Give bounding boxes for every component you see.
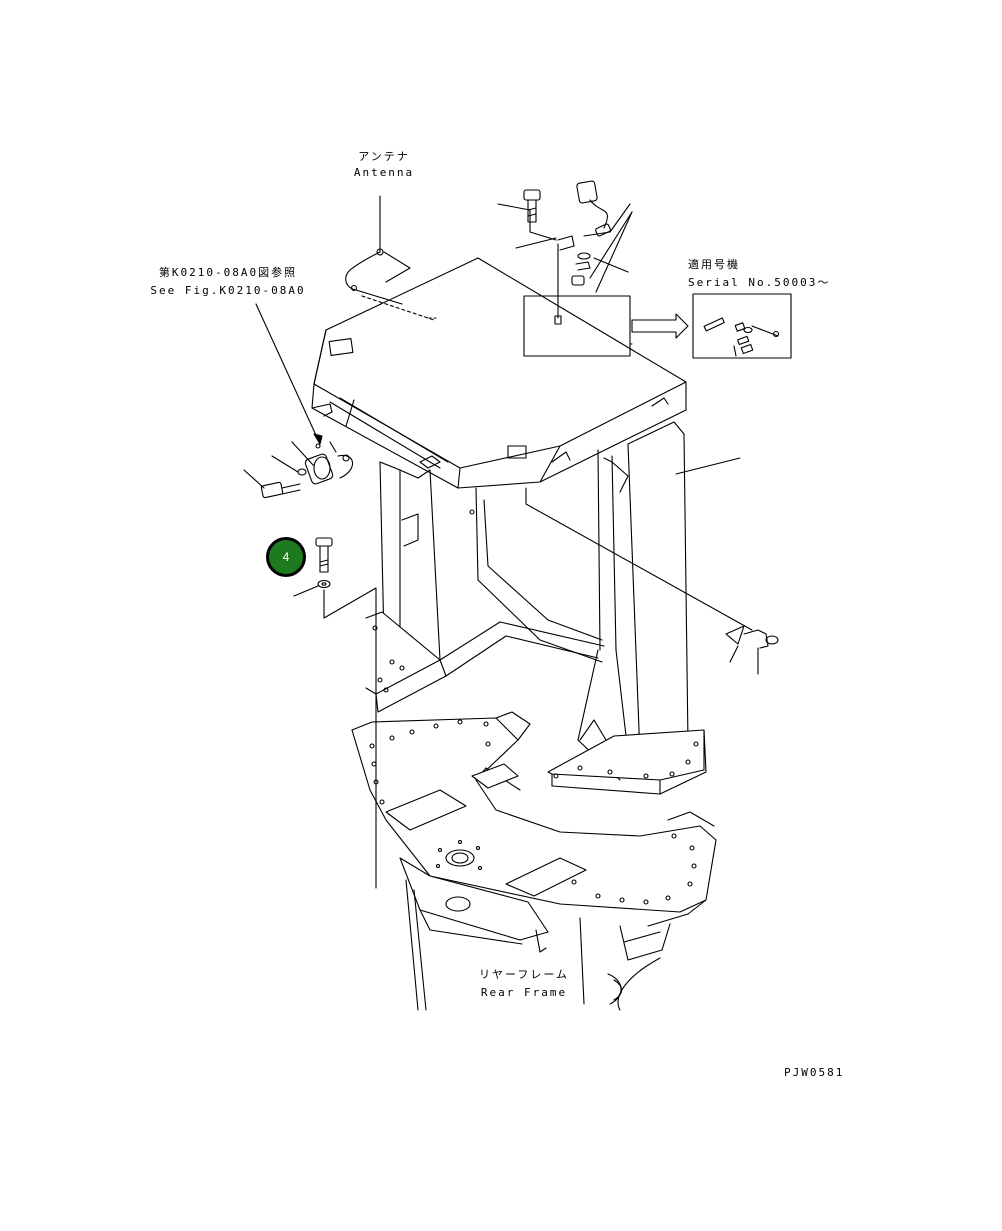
switch-assembly: [498, 181, 632, 324]
drawing-code: PJW0581: [784, 1066, 845, 1079]
rear-frame-label-en: Rear Frame: [480, 986, 568, 999]
light-assembly: [261, 400, 354, 498]
part-callout-number: 4: [282, 550, 290, 564]
reference-label-en: See Fig.K0210-08A0: [150, 284, 306, 297]
reference-label-jp: 第K0210-08A0図参照: [158, 266, 298, 279]
cross-beam: [440, 488, 604, 676]
detail-boxes: [524, 294, 791, 358]
bolt-washer: [294, 538, 376, 888]
rear-frame-label-jp: リヤーフレーム: [478, 968, 570, 981]
left-post: [366, 462, 446, 712]
rear-frame: [352, 712, 716, 1010]
serial-label-jp: 適用号機: [688, 258, 740, 271]
antenna: [346, 196, 434, 320]
antenna-label-jp: アンテナ: [358, 150, 410, 163]
right-post: [548, 422, 706, 794]
canopy-roof: [312, 258, 686, 488]
serial-label-en: Serial No.50003～: [688, 276, 831, 289]
part-callout-badge[interactable]: 4: [266, 537, 306, 577]
antenna-label-en: Antenna: [353, 166, 415, 179]
leader-lines: [244, 304, 778, 674]
